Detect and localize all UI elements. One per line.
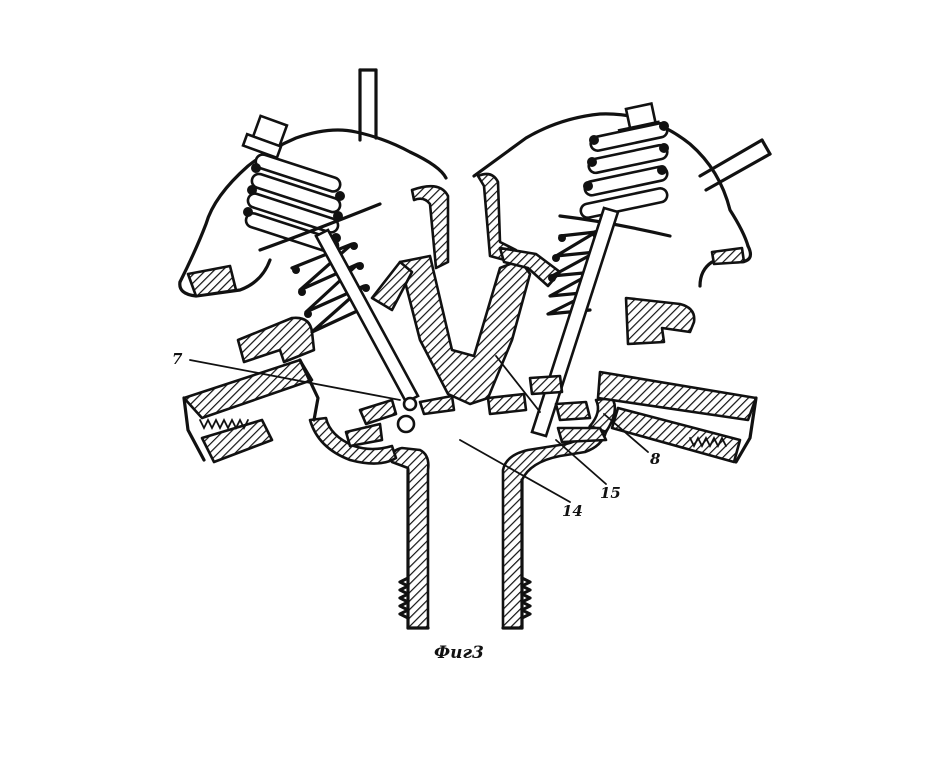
right-valve-seat: [486, 374, 608, 444]
left-diaphragm-housing: [178, 68, 448, 298]
right-inlet-pipe: [596, 296, 758, 464]
label-part-15: 15: [600, 484, 621, 502]
label-part-14: 14: [562, 502, 583, 520]
left-lower-spring: [290, 242, 370, 334]
outlet-thread: [398, 576, 532, 620]
left-valve-seat: [344, 394, 456, 448]
left-valve-stem: [314, 228, 420, 434]
right-upper-spring: [579, 121, 669, 219]
left-diaphragm: [258, 202, 382, 252]
leader-lines: [189, 355, 649, 503]
valve-body: [308, 172, 617, 630]
label-part-8: 8: [650, 450, 661, 468]
left-inlet-pipe: [182, 316, 320, 464]
label-part-7: 7: [172, 350, 183, 368]
figure-caption: Фиг3: [434, 643, 484, 663]
